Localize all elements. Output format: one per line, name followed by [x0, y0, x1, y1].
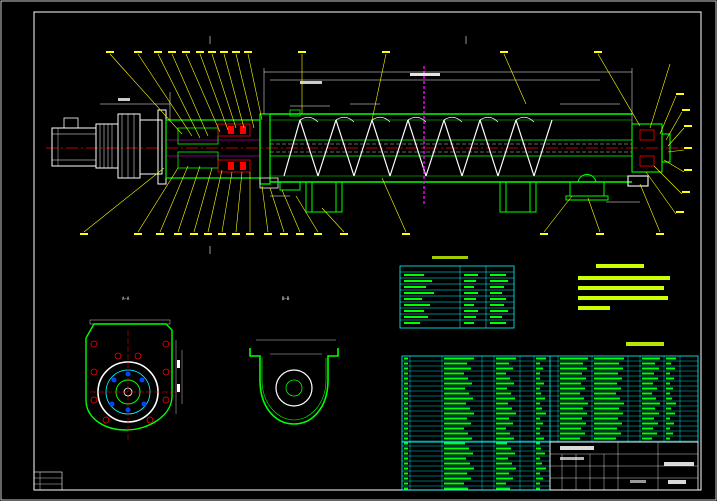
title-block	[549, 441, 699, 491]
bearing-icon	[165, 113, 279, 189]
dimension-lines	[100, 68, 640, 203]
leader-lines-bottom	[83, 165, 661, 233]
inlet-flange	[289, 109, 301, 117]
section-a-label: A—A	[122, 296, 130, 301]
dimension-ticks	[118, 73, 440, 101]
flange-icon: A—A	[85, 296, 183, 440]
section-b-label: B—B	[282, 296, 290, 301]
main-elevation-view	[46, 36, 692, 254]
balloon-tags	[80, 51, 692, 235]
support-legs	[279, 181, 537, 213]
outlet-spout	[565, 174, 609, 201]
revision-block	[33, 471, 63, 491]
tail-end-housing	[627, 123, 671, 187]
motor-icon	[51, 109, 167, 185]
sheet-border-inner	[33, 11, 702, 491]
leader-lines-top	[109, 53, 685, 215]
section-markers	[209, 36, 467, 254]
trough-section-view: B—B	[249, 296, 339, 425]
parameter-table	[399, 256, 515, 329]
technical-notes	[578, 264, 670, 310]
screw-flight-icon	[283, 116, 553, 177]
